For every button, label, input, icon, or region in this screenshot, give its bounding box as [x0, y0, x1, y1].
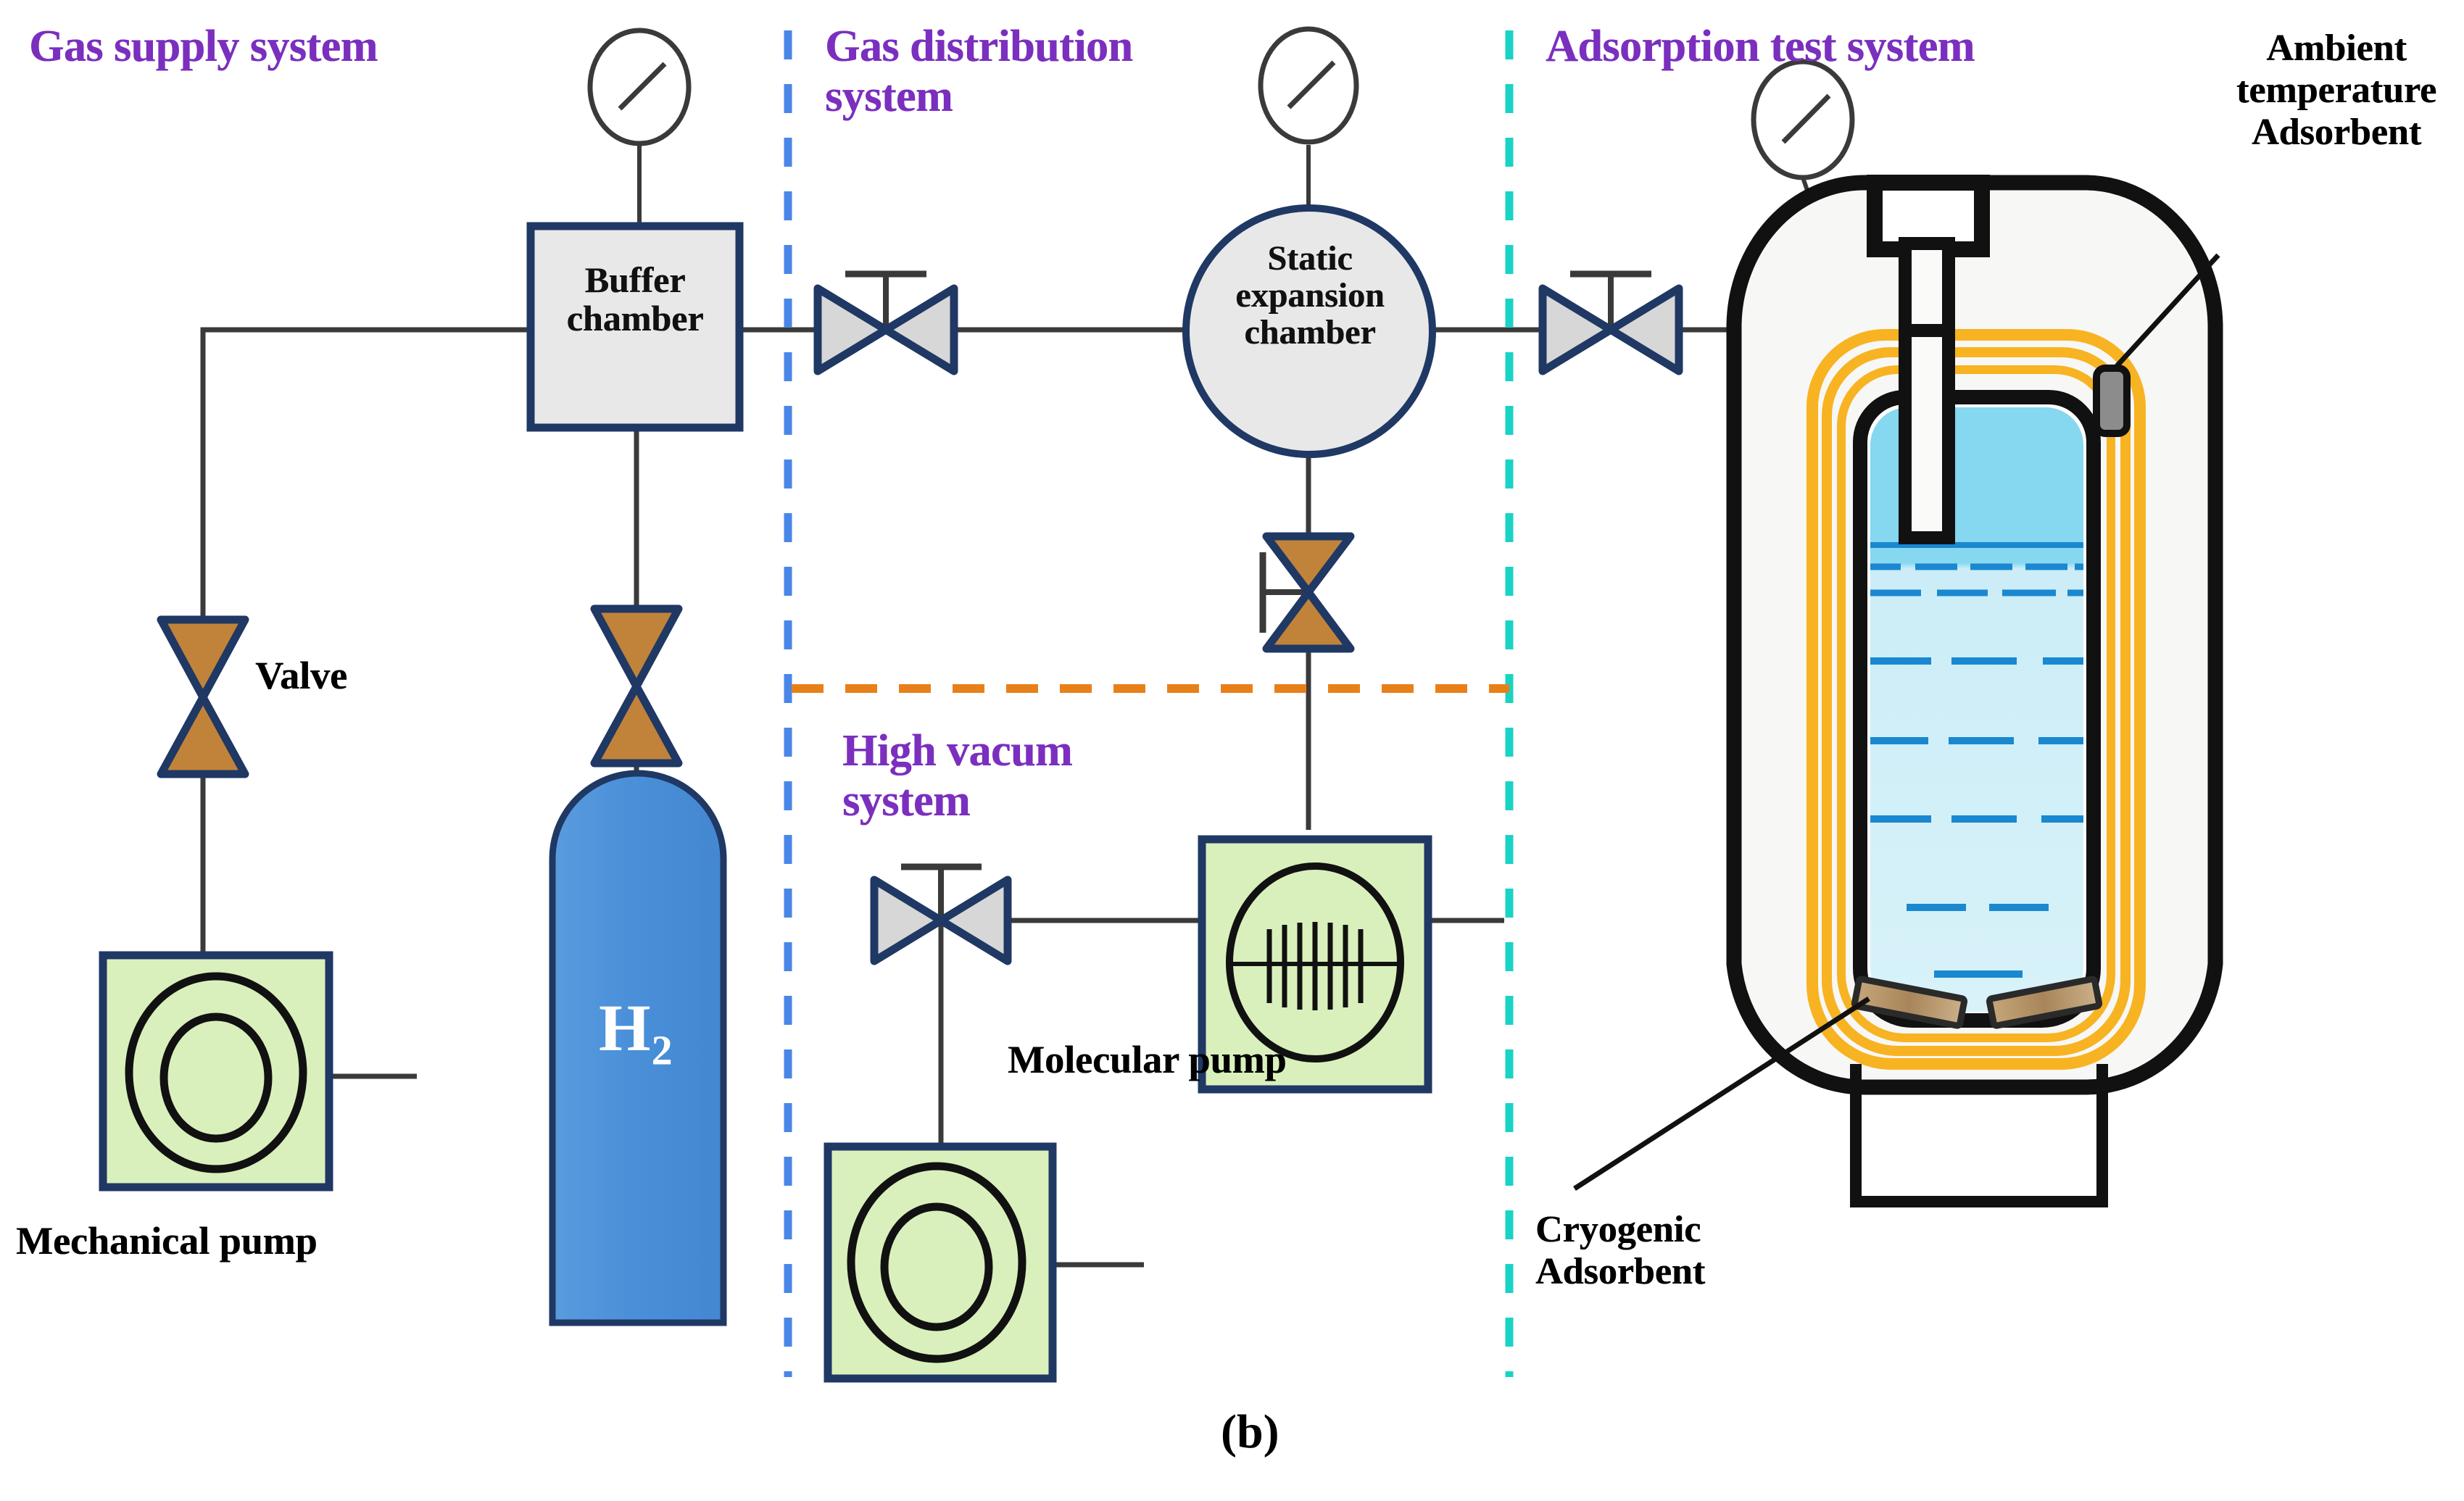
gauge-needle-icon [1781, 93, 1831, 144]
hydrogen-symbol: H [599, 991, 652, 1065]
pump-outer-ring-icon [847, 1162, 1026, 1363]
ambient-adsorbent-label: Ambient temperature Adsorbent [2236, 28, 2437, 154]
mechanical-pump-label: Mechanical pump [16, 1219, 318, 1263]
gauge-expansion-chamber [1258, 26, 1359, 145]
pump-inner-ring-icon [159, 1013, 273, 1143]
static-expansion-chamber-label: Static expansion chamber [1235, 239, 1385, 352]
valve-buffer-to-cylinder [590, 604, 683, 768]
pump-inner-ring-icon [880, 1202, 993, 1331]
hydrogen-cylinder-label: H2 [599, 989, 673, 1074]
cryogenic-adsorbent-plates [1851, 976, 2103, 1029]
cryogenic-adsorbent-label: Cryogenic Adsorbent [1535, 1209, 1706, 1293]
valve-expansion-to-vacuum [1259, 532, 1355, 653]
leader-line-ambient-adsorbent [2115, 253, 2220, 368]
section-title-high-vacuum: High vacum system [842, 726, 1073, 826]
section-title-adsorption-test: Adsorption test system [1546, 22, 1975, 71]
valve-vacuum-line [870, 863, 1012, 965]
pump-outer-ring-icon [125, 972, 307, 1173]
cryogen-level-lines [1870, 542, 2083, 978]
pipe-buffer-to-mechanical-pump [200, 327, 529, 957]
leader-line-cryogenic-adsorbent [1573, 997, 1870, 1191]
valve-label: Valve [255, 654, 348, 697]
vessel-support-base [1850, 1064, 2108, 1207]
ambient-adsorbent-chip [2093, 365, 2131, 437]
buffer-chamber-label: Buffer chamber [566, 259, 704, 338]
vessel-neck-assembly [1867, 175, 1990, 544]
valve-supply-line [157, 615, 249, 778]
valve-buffer-to-expansion [813, 270, 958, 375]
figure-caption: (b) [1221, 1405, 1279, 1458]
cryogen-liquid-fill [1870, 407, 2083, 1012]
section-title-gas-distribution: Gas distribution system [825, 22, 1133, 122]
gauge-needle-icon [1287, 60, 1336, 109]
vessel-insulation-layers [1806, 329, 2146, 1070]
section-dividers [784, 30, 1514, 1377]
cryogenic-test-vessel [1573, 175, 2223, 1207]
static-expansion-chamber-circle [1182, 204, 1436, 458]
hydrogen-subscript: 2 [651, 1026, 673, 1074]
gauge-needle-icon [618, 62, 667, 111]
hydrogen-gas-cylinder [549, 770, 727, 1326]
piping-network [200, 145, 1851, 1268]
gauge-buffer-chamber [587, 28, 692, 146]
molecular-pump [1198, 835, 1432, 1094]
buffer-chamber-box [526, 222, 744, 432]
section-title-gas-supply: Gas supply system [29, 22, 378, 71]
molecular-pump-label: Molecular pump [1008, 1038, 1287, 1081]
gauge-test-vessel [1751, 59, 1855, 180]
turbo-rotor-icon [1226, 862, 1404, 1063]
mechanical-pump-backing [824, 1142, 1057, 1383]
mechanical-pump-supply [99, 951, 333, 1192]
valve-expansion-to-vessel [1538, 270, 1683, 375]
